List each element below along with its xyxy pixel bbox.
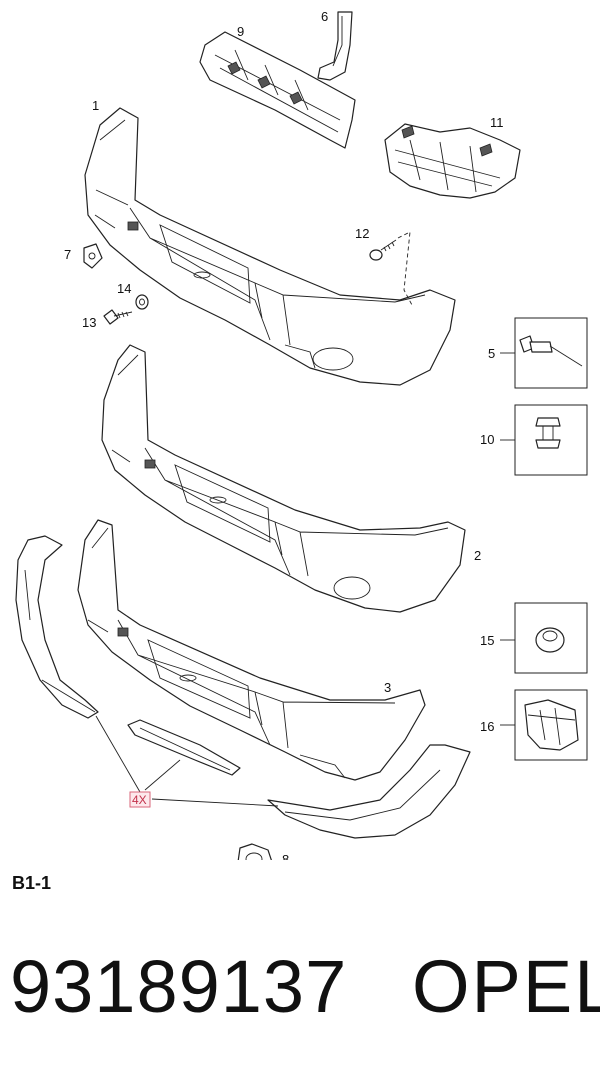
callout-11: 11 bbox=[490, 115, 504, 130]
callout-14: 14 bbox=[117, 281, 131, 296]
section-code: B1-1 bbox=[12, 873, 52, 893]
callout-16: 16 bbox=[480, 719, 494, 734]
callout-13: 13 bbox=[82, 315, 96, 330]
quantity-label-text: 4X bbox=[132, 793, 147, 807]
part-1-front-bumper bbox=[84, 107, 456, 386]
callout-9: 9 bbox=[237, 24, 244, 39]
callout-7: 7 bbox=[64, 247, 71, 262]
middle-trim-strip bbox=[127, 719, 241, 776]
callout-3: 3 bbox=[384, 680, 391, 695]
part-8-fog-lamp bbox=[237, 843, 272, 860]
callout-6: 6 bbox=[321, 9, 328, 24]
exploded-parts-diagram: 1 2 3 5 6 7 8 9 10 11 12 13 14 15 16 4X bbox=[15, 9, 588, 860]
callout-2: 2 bbox=[474, 548, 481, 563]
part-10-detail-box bbox=[500, 404, 588, 476]
callout-10: 10 bbox=[480, 432, 494, 447]
callout-12: 12 bbox=[355, 226, 369, 241]
quantity-label: 4X bbox=[129, 791, 151, 808]
part-2-front-bumper bbox=[101, 344, 466, 613]
part-16-detail-box bbox=[500, 689, 588, 761]
callout-5: 5 bbox=[488, 346, 495, 361]
part-7-clip bbox=[83, 243, 103, 269]
part-11-bracket-assembly bbox=[384, 123, 521, 199]
part-12-screw bbox=[369, 231, 413, 306]
part-14-washer bbox=[135, 294, 149, 310]
quantity-leaders bbox=[95, 715, 279, 807]
part-number: 93189137 bbox=[10, 945, 348, 1028]
callout-15: 15 bbox=[480, 633, 494, 648]
left-trim-strip bbox=[15, 535, 99, 719]
part-3-front-bumper bbox=[77, 519, 426, 781]
part-9-crossmember bbox=[199, 31, 356, 149]
right-trim-strip bbox=[267, 744, 471, 839]
part-13-screw bbox=[103, 309, 133, 325]
callout-8: 8 bbox=[282, 852, 289, 860]
part-5-detail-box bbox=[500, 317, 588, 389]
brand-name: OPEL bbox=[412, 945, 600, 1028]
callout-1: 1 bbox=[92, 98, 99, 113]
part-6-bracket bbox=[317, 11, 353, 81]
part-15-detail-box bbox=[500, 602, 588, 674]
